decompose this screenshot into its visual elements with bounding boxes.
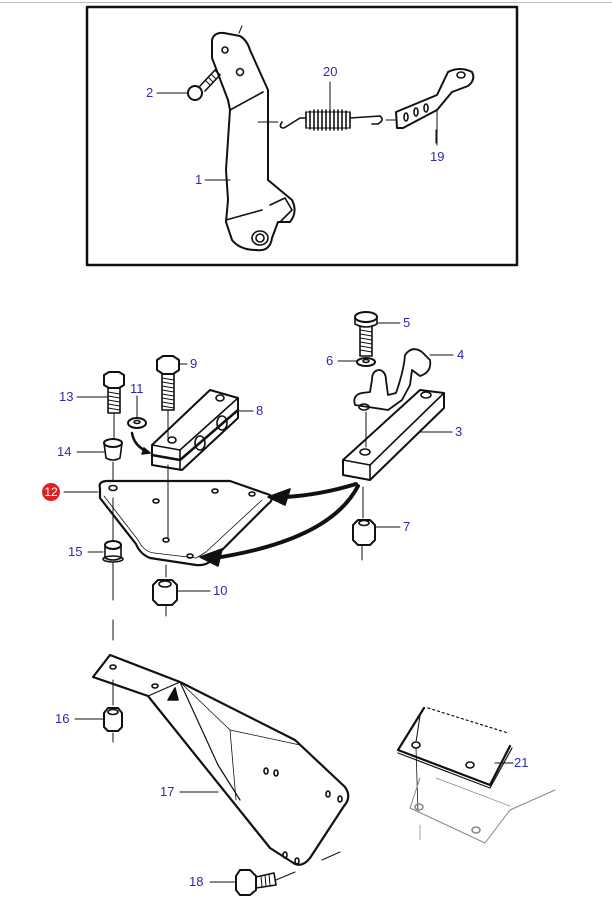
callout-14[interactable]: 14 [57,444,72,459]
callout-17[interactable]: 17 [160,784,175,799]
callout-19[interactable]: 19 [430,149,445,164]
callout-2[interactable]: 2 [146,85,154,100]
callout-12-highlighted[interactable]: 12 [42,483,60,501]
part-8-block[interactable] [150,389,240,471]
leader-lines [63,81,514,883]
callout-20[interactable]: 20 [323,64,338,79]
part-4-clamp[interactable] [353,348,432,411]
callout-1[interactable]: 1 [195,172,203,187]
part-1-lever-arm[interactable] [211,25,296,252]
callout-7[interactable]: 7 [403,519,411,534]
part-18-bolt[interactable] [235,869,296,896]
part-15-grommet[interactable] [102,497,124,641]
part-12-plate[interactable] [98,464,273,567]
top-divider [0,2,612,3]
part-10-nut[interactable] [152,564,178,617]
part-14-bushing[interactable] [103,438,123,481]
callout-5[interactable]: 5 [403,315,411,330]
part-21-plate[interactable] [396,706,556,844]
part-5-screw[interactable] [354,311,378,357]
axis-line [362,411,367,519]
part-11-washer[interactable] [127,417,151,455]
callout-15[interactable]: 15 [68,544,83,559]
part-7-nut[interactable] [352,519,376,561]
callout-21[interactable]: 21 [514,755,529,770]
part-17-main-bracket[interactable] [91,653,350,866]
assembly-arrows [199,482,360,567]
part-6-washer[interactable] [356,357,376,367]
callout-13[interactable]: 13 [59,389,74,404]
part-20-spring[interactable] [257,109,396,131]
callout-3[interactable]: 3 [455,424,463,439]
part-16-nut[interactable] [103,679,123,743]
part-19-bracket[interactable] [395,68,475,146]
callout-18[interactable]: 18 [189,874,204,889]
callout-4[interactable]: 4 [457,347,465,362]
part-9-bolt[interactable] [156,355,180,441]
callout-8[interactable]: 8 [256,403,264,418]
callout-16[interactable]: 16 [55,711,70,726]
callout-11[interactable]: 11 [130,381,144,396]
inset-frame [85,5,519,267]
callout-10[interactable]: 10 [213,583,228,598]
part-13-screw[interactable] [103,371,125,439]
callout-9[interactable]: 9 [190,356,198,371]
part-2-screw[interactable] [187,69,221,101]
callout-6[interactable]: 6 [326,353,334,368]
part-3-base-bar[interactable] [342,389,445,481]
